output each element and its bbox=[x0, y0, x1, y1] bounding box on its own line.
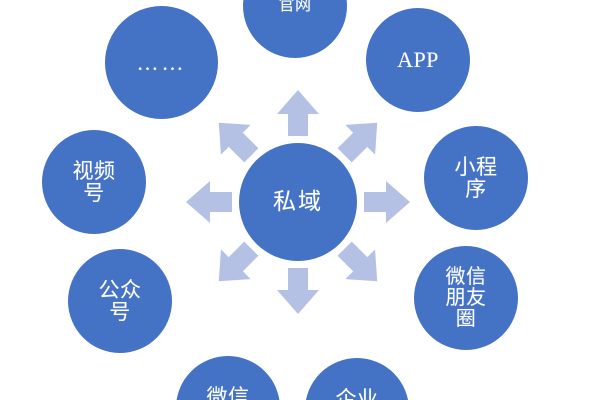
node-wechat-moments-label: 微信 朋友 圈 bbox=[445, 265, 487, 330]
node-more-ellipsis[interactable]: …… bbox=[105, 6, 218, 119]
node-wechat-group-label: 微信 社群 bbox=[206, 384, 250, 400]
node-more-ellipsis-label: …… bbox=[136, 49, 187, 75]
arrow-down bbox=[277, 268, 319, 314]
node-wechat-moments[interactable]: 微信 朋友 圈 bbox=[414, 246, 518, 350]
hub-label: 私域 bbox=[273, 188, 323, 214]
node-wechat-group[interactable]: 微信 社群 bbox=[176, 356, 280, 400]
hub-private-domain[interactable]: 私域 bbox=[239, 143, 357, 261]
node-app-label: APP bbox=[397, 47, 439, 73]
arrow-up bbox=[277, 90, 319, 136]
node-official-account[interactable]: 公众 号 bbox=[68, 249, 172, 353]
arrow-left bbox=[186, 181, 232, 223]
arrow-right bbox=[364, 181, 410, 223]
node-video-account-label: 视频 号 bbox=[72, 158, 116, 205]
node-mini-program-label: 小程 序 bbox=[454, 154, 498, 201]
node-official-website-label: 官网 bbox=[278, 0, 312, 14]
node-official-account-label: 公众 号 bbox=[98, 277, 142, 324]
node-app[interactable]: APP bbox=[366, 8, 470, 112]
node-wecom-label: 企业 微信 bbox=[335, 386, 379, 400]
node-video-account[interactable]: 视频 号 bbox=[42, 130, 146, 234]
node-mini-program[interactable]: 小程 序 bbox=[424, 126, 528, 230]
